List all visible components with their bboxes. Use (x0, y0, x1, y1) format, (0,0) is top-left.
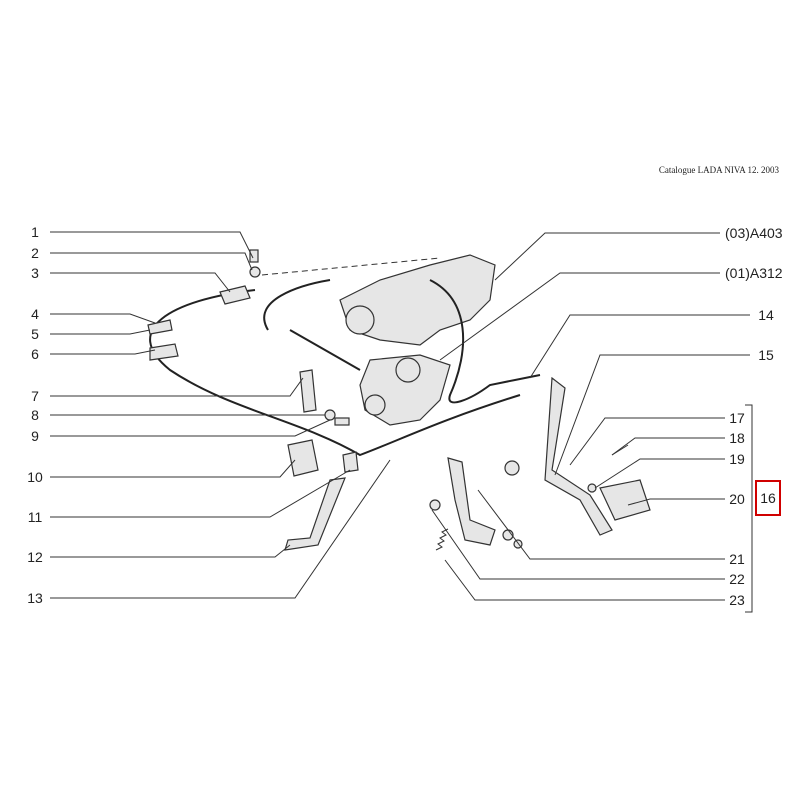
leader-line-15 (554, 354, 750, 476)
leader-line-a403 (494, 232, 720, 281)
leader-lines (50, 231, 750, 601)
callout-14: 14 (758, 307, 774, 323)
small-parts-left (147, 249, 359, 551)
leader-line-2 (50, 252, 253, 271)
callout-3: 3 (31, 265, 39, 281)
leader-line-11 (50, 469, 351, 518)
callout-15: 15 (758, 347, 774, 363)
callout-5: 5 (31, 326, 39, 342)
leader-line-19 (594, 458, 725, 489)
callouts-right: 14 15 17 18 19 20 21 22 23 (03)A403 (01)… (725, 225, 783, 608)
callout-6: 6 (31, 346, 39, 362)
leader-line-18 (611, 437, 725, 456)
leader-line-3 (50, 272, 231, 293)
callout-18: 18 (729, 430, 745, 446)
callout-9: 9 (31, 428, 39, 444)
leader-line-12 (50, 544, 291, 558)
leader-line-1 (50, 231, 254, 259)
leader-line-13 (50, 459, 391, 599)
pedal-assembly (429, 376, 651, 551)
leader-line-9 (50, 419, 331, 437)
callout-17: 17 (729, 410, 745, 426)
callout-10: 10 (27, 469, 43, 485)
leader-line-20 (627, 498, 725, 506)
leader-line-23 (444, 559, 725, 601)
callout-21: 21 (729, 551, 745, 567)
callout-11: 11 (28, 509, 43, 525)
catalogue-header: Catalogue LADA NIVA 12. 2003 (659, 165, 780, 175)
callout-16: 16 (760, 490, 776, 506)
leader-line-7 (50, 377, 304, 397)
reference-a403: (03)A403 (725, 225, 783, 241)
leader-line-4 (50, 313, 156, 324)
callout-4: 4 (31, 306, 39, 322)
leader-line-21 (477, 489, 725, 560)
callout-13: 13 (27, 590, 43, 606)
callout-2: 2 (31, 245, 39, 261)
callout-8: 8 (31, 407, 39, 423)
callouts-left: 1 2 3 4 5 6 7 8 9 10 11 12 13 (27, 224, 43, 606)
callout-1: 1 (31, 224, 39, 240)
engine-illustration (339, 254, 496, 426)
leader-line-17 (569, 417, 725, 466)
callout-23: 23 (729, 592, 745, 608)
group-16-bracket: 16 (745, 404, 781, 613)
leader-line-10 (50, 459, 296, 478)
group-16-highlight-box (755, 480, 781, 516)
accelerator-cable (149, 279, 541, 457)
leader-line-14 (529, 314, 750, 379)
callout-19: 19 (729, 451, 745, 467)
leader-line-a312 (439, 272, 720, 361)
callout-20: 20 (729, 491, 745, 507)
leader-line-22 (431, 509, 725, 580)
callout-12: 12 (27, 549, 43, 565)
callout-7: 7 (31, 388, 39, 404)
leader-line-5 (50, 329, 151, 335)
leader-line-6 (50, 349, 156, 355)
callout-22: 22 (729, 571, 745, 587)
reference-a312: (01)A312 (725, 265, 783, 281)
